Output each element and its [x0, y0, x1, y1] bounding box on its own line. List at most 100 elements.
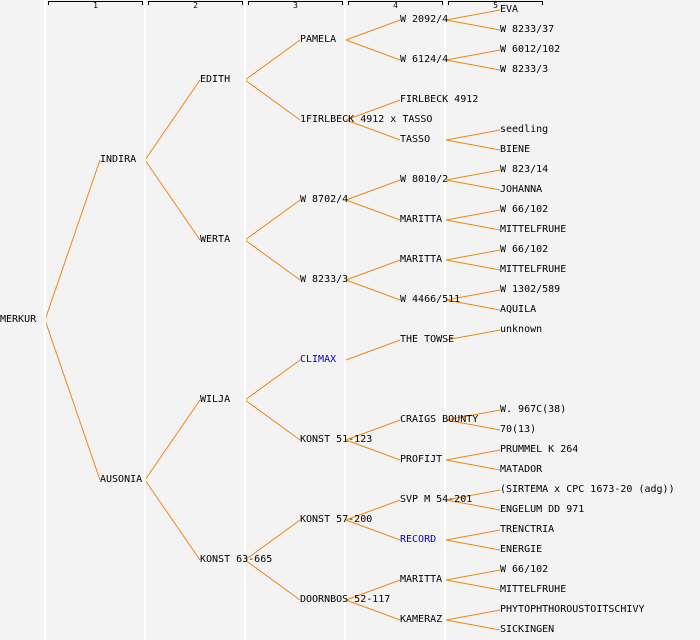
pedigree-connector — [244, 79, 301, 121]
pedigree-connector — [345, 499, 401, 521]
pedigree-connector — [445, 259, 501, 271]
pedigree-node-gen4: MARITTA — [400, 214, 443, 225]
generation-bracket-2 — [148, 1, 243, 5]
pedigree-connector — [345, 179, 401, 201]
pedigree-connector — [445, 179, 501, 191]
pedigree-connector — [445, 579, 501, 591]
pedigree-node-gen3: W 8233/3 — [300, 274, 349, 285]
pedigree-node-gen2: EDITH — [200, 74, 231, 85]
pedigree-connector — [244, 39, 301, 81]
pedigree-node-gen2: KONST 63-665 — [200, 554, 273, 565]
pedigree-node-gen4: FIRLBECK 4912 — [400, 94, 479, 105]
generation-label-4: 4 — [393, 1, 398, 10]
pedigree-connector — [44, 159, 101, 321]
pedigree-node-gen4: MARITTA — [400, 574, 443, 585]
column-separator — [44, 0, 46, 640]
pedigree-connector — [144, 159, 201, 241]
pedigree-node-gen5: W 66/102 — [500, 244, 549, 255]
pedigree-node-gen3: 1FIRLBECK 4912 x TASSO — [300, 114, 433, 125]
pedigree-connector — [44, 319, 101, 481]
pedigree-connector — [445, 49, 501, 61]
pedigree-node-gen5: AQUILA — [500, 304, 537, 315]
pedigree-node-gen4: SVP M 54-201 — [400, 494, 473, 505]
pedigree-connector — [445, 9, 501, 21]
pedigree-connector — [445, 459, 501, 471]
pedigree-connector — [445, 219, 501, 231]
pedigree-connector — [345, 199, 401, 221]
pedigree-node-gen5: MITTELFRUHE — [500, 584, 567, 595]
pedigree-node-gen5: JOHANNA — [500, 184, 543, 195]
pedigree-connector — [345, 339, 401, 361]
pedigree-connector — [345, 259, 401, 281]
pedigree-connector — [345, 119, 401, 141]
pedigree-node-gen3: DOORNBOS 52-117 — [300, 594, 391, 605]
pedigree-node-gen5: MITTELFRUHE — [500, 224, 567, 235]
column-separator — [344, 0, 346, 640]
pedigree-connector — [445, 289, 501, 301]
pedigree-node-gen4: W 6124/4 — [400, 54, 449, 65]
pedigree-connector — [445, 169, 501, 181]
pedigree-node-gen5: ENERGIE — [500, 544, 543, 555]
pedigree-connector — [345, 579, 401, 601]
pedigree-connector — [445, 19, 501, 31]
pedigree-node-gen5: W 6012/102 — [500, 44, 561, 55]
pedigree-connector — [345, 519, 401, 541]
pedigree-connector — [144, 479, 201, 561]
pedigree-connector — [244, 399, 301, 441]
pedigree-node-gen4: MARITTA — [400, 254, 443, 265]
pedigree-node-gen5: TRENCTRIA — [500, 524, 555, 535]
pedigree-connector — [445, 59, 501, 71]
generation-label-5: 5 — [493, 1, 498, 10]
pedigree-node-gen3[interactable]: CLIMAX — [300, 354, 337, 365]
pedigree-node-gen5: MATADOR — [500, 464, 543, 475]
pedigree-node-gen4: W 4466/511 — [400, 294, 461, 305]
pedigree-connector — [244, 359, 301, 401]
pedigree-node-gen3: PAMELA — [300, 34, 337, 45]
pedigree-connector — [445, 209, 501, 221]
pedigree-node-gen2: WILJA — [200, 394, 231, 405]
pedigree-node-gen5: W 1302/589 — [500, 284, 561, 295]
pedigree-node-gen4: PROFIJT — [400, 454, 443, 465]
pedigree-connector — [144, 399, 201, 481]
pedigree-connector — [445, 529, 501, 541]
pedigree-node-gen5: EVA — [500, 4, 519, 15]
generation-bracket-4 — [348, 1, 443, 5]
pedigree-connector — [345, 599, 401, 621]
pedigree-connector — [445, 609, 501, 621]
pedigree-connector — [445, 619, 501, 631]
pedigree-connector — [144, 79, 201, 161]
pedigree-node-gen5: (SIRTEMA x CPC 1673-20 (adg)) — [500, 484, 675, 495]
pedigree-node-gen5: W 8233/37 — [500, 24, 555, 35]
pedigree-node-gen4: W 8010/2 — [400, 174, 449, 185]
column-separator — [444, 0, 446, 640]
pedigree-node-gen5: MITTELFRUHE — [500, 264, 567, 275]
pedigree-connector — [345, 39, 401, 61]
pedigree-connector — [445, 139, 501, 151]
generation-label-2: 2 — [193, 1, 198, 10]
pedigree-node-gen5: W. 967C(38) — [500, 404, 567, 415]
pedigree-connector — [345, 419, 401, 441]
pedigree-connector — [345, 19, 401, 41]
pedigree-node-gen5: W 66/102 — [500, 204, 549, 215]
pedigree-node-gen4: THE TOWSE — [400, 334, 455, 345]
pedigree-connector — [445, 539, 501, 551]
generation-bracket-3 — [248, 1, 343, 5]
pedigree-node-gen5: SICKINGEN — [500, 624, 555, 635]
pedigree-node-gen5: W 66/102 — [500, 564, 549, 575]
pedigree-connector — [445, 489, 501, 501]
pedigree-node-gen5: 70(13) — [500, 424, 537, 435]
pedigree-node-gen5: PRUMMEL K 264 — [500, 444, 579, 455]
generation-label-3: 3 — [293, 1, 298, 10]
column-separator — [244, 0, 246, 640]
pedigree-connector — [445, 409, 501, 421]
pedigree-node-gen4: KAMERAZ — [400, 614, 443, 625]
pedigree-connector — [445, 249, 501, 261]
pedigree-node-gen4[interactable]: RECORD — [400, 534, 437, 545]
pedigree-node-gen5: unknown — [500, 324, 543, 335]
pedigree-connector — [445, 569, 501, 581]
pedigree-connector — [445, 419, 501, 431]
pedigree-node-gen4: CRAIGS BOUNTY — [400, 414, 479, 425]
pedigree-connector — [345, 439, 401, 461]
pedigree-node-gen5: W 8233/3 — [500, 64, 549, 75]
